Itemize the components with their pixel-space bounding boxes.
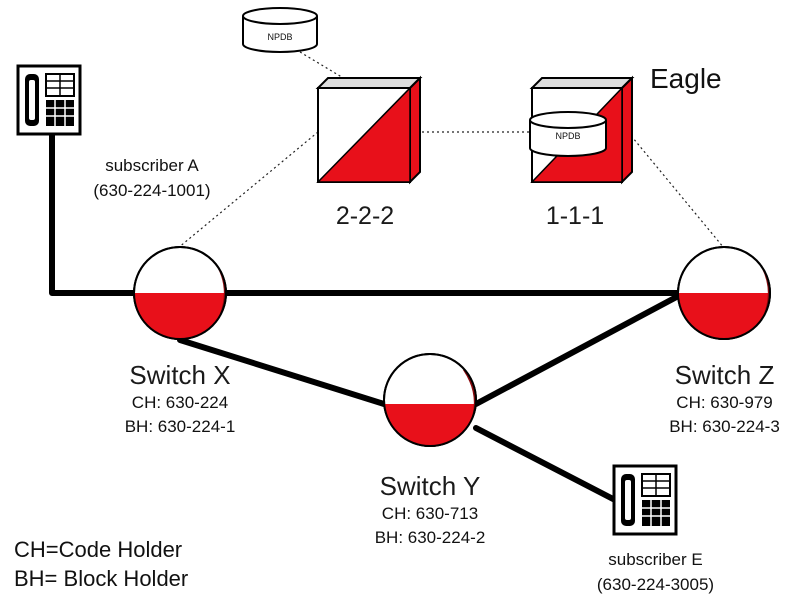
npdb-database-eagle: NPDB <box>529 111 607 157</box>
switch-x-label: Switch X CH: 630-224 BH: 630-224-1 <box>110 360 250 439</box>
switch-y-bh: BH: 630-224-2 <box>374 528 486 547</box>
subscriber-e-label: subscriber E (630-224-3005) <box>568 547 743 597</box>
subscriber-e-name: subscriber E <box>608 550 703 569</box>
switch-y-label: Switch Y CH: 630-713 BH: 630-224-2 <box>360 471 500 550</box>
switch-x-node <box>133 246 227 340</box>
subscriber-a-name: subscriber A <box>105 156 199 175</box>
subscriber-a-number: (630-224-1001) <box>93 181 211 200</box>
line-subscriber-e <box>473 425 618 503</box>
link-stp111-switchz <box>627 131 725 249</box>
switch-y-node <box>383 353 477 447</box>
link-stp222-switchx <box>177 131 319 249</box>
trunk-x-y <box>177 337 387 407</box>
stp-2-2-2-label: 2-2-2 <box>335 202 395 230</box>
legend: CH=Code Holder BH= Block Holder <box>14 535 188 593</box>
line-subscriber-a <box>49 130 137 296</box>
npdb-label-top: NPDB <box>267 32 292 42</box>
switch-x-name: Switch X <box>129 360 231 390</box>
subscriber-e-number: (630-224-3005) <box>596 575 715 594</box>
switch-x-ch: CH: 630-224 <box>131 393 229 412</box>
telephone-icon <box>612 464 678 536</box>
switch-x-bh: BH: 630-224-1 <box>124 417 236 436</box>
trunk-lines <box>49 130 727 503</box>
switch-z-label: Switch Z CH: 630-979 BH: 630-224-3 <box>652 360 797 439</box>
switch-y-name: Switch Y <box>379 471 481 501</box>
link-npdb-stp222 <box>299 51 361 89</box>
npdb-database-top: NPDB <box>242 7 318 53</box>
trunk-y-z <box>473 290 687 407</box>
stp-2-2-2 <box>315 75 423 185</box>
switch-z-ch: CH: 630-979 <box>676 393 773 412</box>
legend-block-holder: BH= Block Holder <box>14 566 189 591</box>
switch-y-ch: CH: 630-713 <box>381 504 479 523</box>
subscriber-a-label: subscriber A (630-224-1001) <box>72 153 232 203</box>
switch-z-node <box>677 246 771 340</box>
switch-z-name: Switch Z <box>674 360 775 390</box>
eagle-label: Eagle <box>650 63 722 94</box>
signaling-links <box>177 51 725 249</box>
stp-1-1-1-label: 1-1-1 <box>545 202 605 230</box>
switch-z-bh: BH: 630-224-3 <box>669 417 780 436</box>
telephone-icon <box>16 64 82 136</box>
legend-code-holder: CH=Code Holder <box>14 537 183 562</box>
npdb-label-eagle: NPDB <box>555 131 580 141</box>
